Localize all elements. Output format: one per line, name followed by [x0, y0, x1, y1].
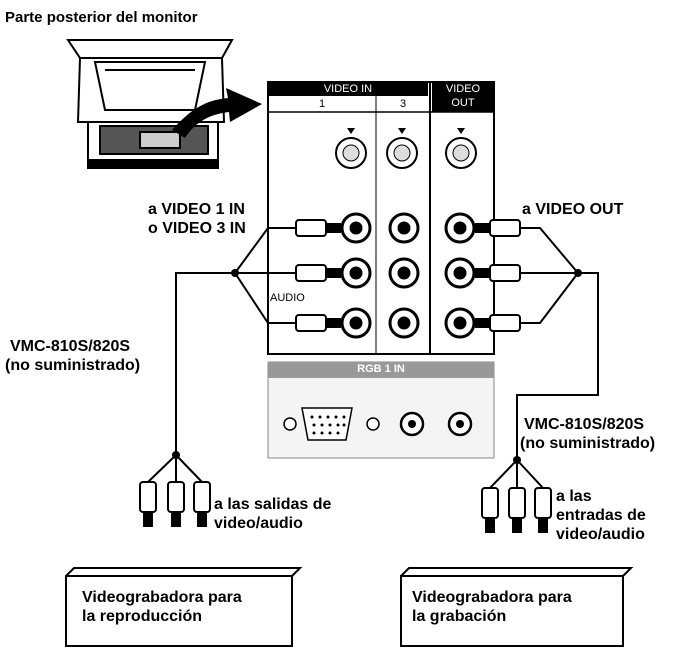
video-out-header-line2: OUT	[451, 97, 475, 109]
right-cables	[516, 227, 599, 460]
diagram-title: Parte posterior del monitor	[5, 9, 198, 26]
right-rca-plugs	[475, 219, 521, 332]
vcr-playback	[65, 567, 303, 647]
vcr-playback-line1: Videograbadora para	[82, 589, 242, 606]
inputs-label-line3: video/audio	[556, 526, 645, 543]
vcr-playback-line2: la reproducción	[82, 608, 203, 625]
inputs-label-line2: entradas de	[556, 507, 646, 524]
arrow-icon	[172, 88, 262, 138]
left-cables	[175, 227, 296, 455]
left-rca-plugs	[295, 219, 341, 332]
vcr-recording-line1: Videograbadora para	[412, 589, 572, 606]
inputs-label-line1: a las	[556, 488, 592, 505]
video-in-label-line1: a VIDEO 1 IN	[148, 201, 245, 218]
right-plug-fan	[489, 459, 544, 489]
audio-label: AUDIO	[270, 292, 305, 304]
rgb-panel	[267, 361, 495, 459]
cable-right-line2: (no suministrado)	[520, 435, 656, 452]
video-in-header: VIDEO IN	[323, 83, 373, 95]
cable-left-line2: (no suministrado)	[5, 357, 141, 374]
cable-right-line1: VMC-810S/820S	[524, 416, 645, 433]
rgb-header: RGB 1 IN	[357, 363, 405, 375]
col1-label: 1	[318, 98, 326, 110]
video-panel	[267, 81, 495, 355]
left-plug-fan	[147, 454, 203, 483]
col3-label: 3	[399, 98, 407, 110]
video-in-label-line2: o VIDEO 3 IN	[148, 220, 246, 237]
right-input-plugs	[481, 487, 552, 533]
outputs-label-line1: a las salidas de	[214, 496, 332, 513]
left-output-plugs	[139, 481, 211, 527]
video-out-label: a VIDEO OUT	[522, 201, 624, 218]
vcr-recording-line2: la grabación	[412, 608, 507, 625]
outputs-label-line2: video/audio	[214, 515, 303, 532]
cable-left-line1: VMC-810S/820S	[10, 338, 131, 355]
vcr-recording	[400, 567, 634, 647]
video-out-header-line1: VIDEO	[445, 83, 481, 95]
